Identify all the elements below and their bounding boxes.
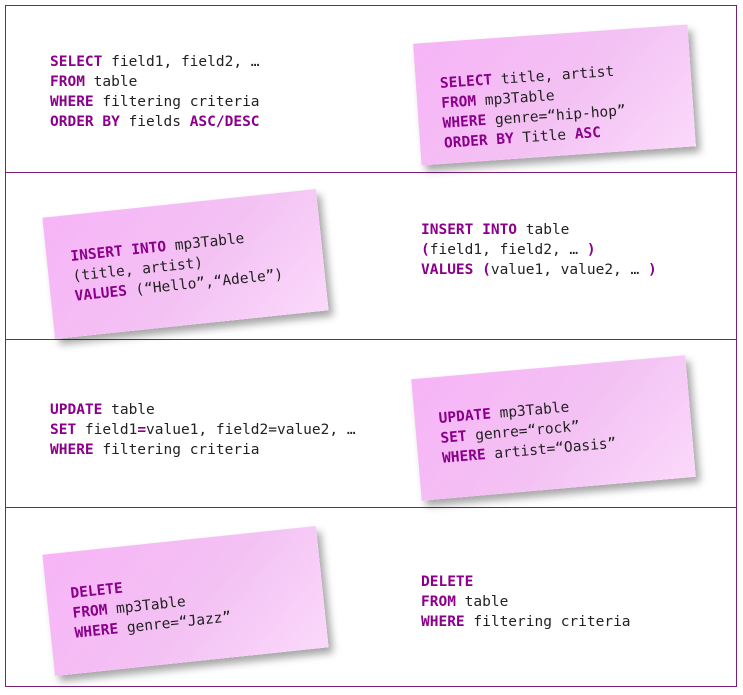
sql-keyword: SET <box>439 427 477 447</box>
code-line: WHERE filtering criteria <box>50 92 260 112</box>
code-line: (field1, field2, … ) <box>421 240 657 260</box>
sql-text: value1, value2, … <box>490 262 648 278</box>
sql-keyword: VALUES <box>73 282 137 305</box>
sql-keyword: WHERE <box>73 620 128 642</box>
sql-text: table <box>525 222 570 238</box>
sql-keyword: ASC/DESC <box>189 114 260 130</box>
insert-example: INSERT INTO mp3Table(title, artist)VALUE… <box>70 221 326 307</box>
sql-text: table <box>93 74 138 90</box>
sql-keyword: WHERE <box>50 94 103 110</box>
sql-keyword: SET <box>50 422 85 438</box>
code-line: WHERE filtering criteria <box>421 612 631 632</box>
sql-keyword: FROM <box>421 594 465 610</box>
sql-text: field1, field2, … <box>429 242 587 258</box>
sql-keyword: WHERE <box>442 112 496 132</box>
code-line: ORDER BY fields ASC/DESC <box>50 112 260 132</box>
sql-text: filtering criteria <box>102 442 260 458</box>
sql-keyword: ) <box>647 262 657 278</box>
sql-text: filtering criteria <box>102 94 260 110</box>
code-line: DELETE <box>421 572 631 592</box>
sql-text: fields <box>128 114 190 130</box>
sql-keyword: ORDER BY <box>50 114 129 130</box>
sql-keyword: INSERT INTO <box>421 222 526 238</box>
sql-keyword: DELETE <box>421 574 474 590</box>
code-line: VALUES (value1, value2, … ) <box>421 260 657 280</box>
sql-keyword: SELECT <box>50 54 112 70</box>
sql-keyword: FROM <box>71 601 117 622</box>
sql-text: filtering criteria <box>473 614 631 630</box>
divider-2 <box>5 339 737 340</box>
sql-text: table <box>111 402 155 418</box>
sql-keyword: ) <box>586 242 596 258</box>
sql-keyword: UPDATE <box>50 402 112 418</box>
sql-keyword: WHERE <box>441 446 496 467</box>
sql-keyword: ( <box>421 242 430 258</box>
sql-text: field1, field2, … <box>111 54 260 70</box>
code-line: FROM table <box>50 72 260 92</box>
sql-text: table <box>464 594 509 610</box>
divider-1 <box>5 172 737 173</box>
code-line: SELECT field1, field2, … <box>50 52 260 72</box>
diagram-frame <box>5 5 737 687</box>
code-line: WHERE filtering criteria <box>50 440 356 460</box>
sql-text: Title <box>521 126 576 147</box>
sql-keyword: ORDER BY <box>443 130 524 152</box>
code-line: INSERT INTO table <box>421 220 657 240</box>
sql-keyword: FROM <box>50 74 94 90</box>
sql-text: field1 <box>84 422 138 438</box>
sql-keyword: WHERE <box>421 614 474 630</box>
sql-keyword: = <box>137 422 147 438</box>
sql-keyword: SELECT <box>439 71 502 92</box>
sql-keyword: WHERE <box>50 442 103 458</box>
insert-syntax: INSERT INTO table(field1, field2, … )VAL… <box>421 220 657 280</box>
code-line: FROM table <box>421 592 631 612</box>
sql-text: value1, field2=value2, … <box>146 422 356 438</box>
sql-keyword: FROM <box>440 92 486 112</box>
sql-keyword: ASC <box>574 124 602 143</box>
sql-keyword: VALUES ( <box>421 262 491 278</box>
divider-3 <box>5 507 737 508</box>
code-line: SET field1=value1, field2=value2, … <box>50 420 356 440</box>
code-line: UPDATE table <box>50 400 356 420</box>
